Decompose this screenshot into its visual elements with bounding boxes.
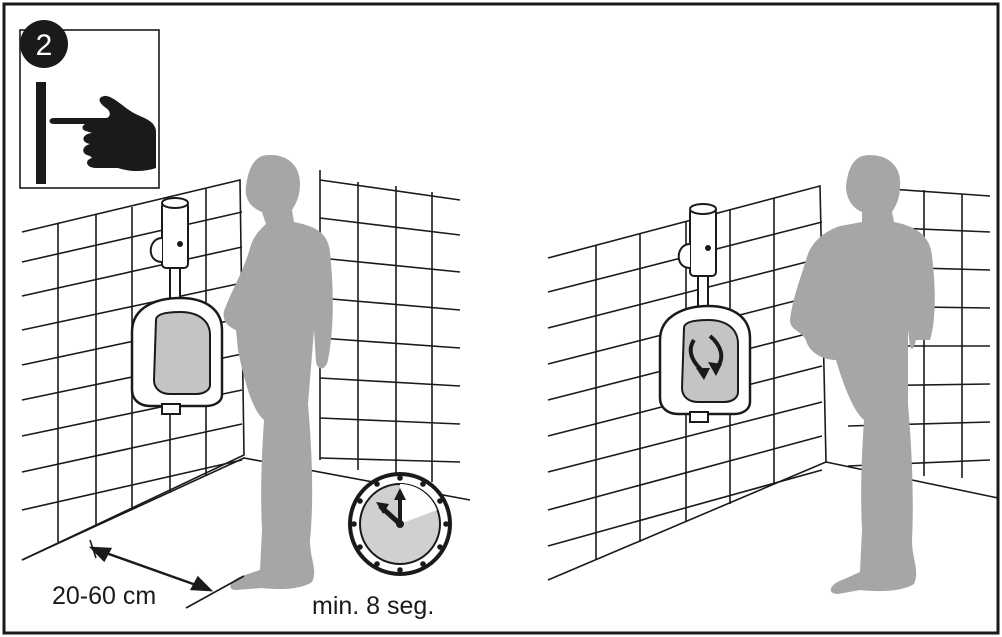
- step-number-badge-icon: 2: [20, 20, 68, 68]
- step-number: 2: [36, 29, 53, 62]
- left-scene: 20-60 cm: [22, 155, 470, 620]
- clock-icon: [350, 474, 450, 574]
- person-silhouette-right: [790, 155, 935, 594]
- right-scene: [548, 155, 998, 594]
- min-time-label: min. 8 seg.: [312, 592, 434, 620]
- sensor-bar: [36, 82, 46, 184]
- step-panel: 2: [20, 20, 159, 188]
- urinal-left: [132, 198, 222, 414]
- distance-label: 20-60 cm: [52, 582, 156, 610]
- urinal-right: [660, 204, 750, 422]
- right-wall-tiles: [548, 186, 998, 580]
- left-side-wall-tiles: [320, 170, 460, 482]
